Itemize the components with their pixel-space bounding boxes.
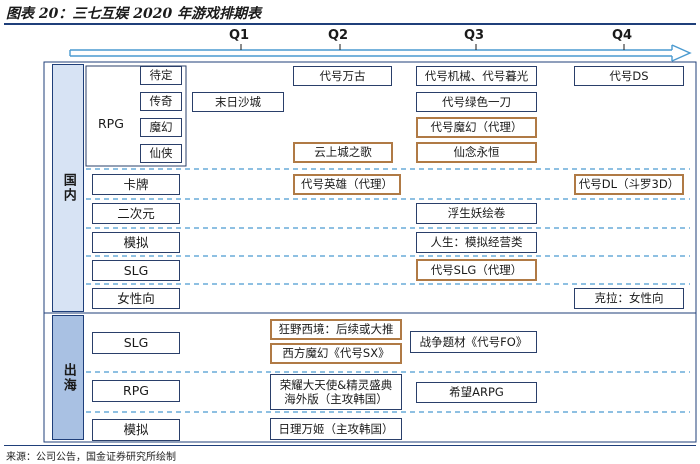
game-mohuan-agency: 代号魔幻（代理） bbox=[416, 117, 537, 138]
game-jixie-muguang: 代号机械、代号暮光 bbox=[416, 66, 537, 86]
region-overseas-label: 出海 bbox=[60, 362, 76, 393]
game-slg-agency: 代号SLG（代理） bbox=[416, 259, 537, 281]
subgenre-xianxia: 仙侠 bbox=[140, 144, 182, 163]
game-xiwang: 希望ARPG bbox=[416, 382, 537, 403]
row-separators bbox=[86, 168, 690, 413]
game-xiannian: 仙念永恒 bbox=[416, 142, 537, 163]
rpg-group-frame bbox=[85, 65, 187, 167]
source-footer: 来源：公司公告，国金证券研究所绘制 bbox=[6, 452, 176, 463]
game-lvse-yidao: 代号绿色一刀 bbox=[416, 92, 537, 112]
outer-frame bbox=[43, 61, 697, 443]
game-rongyao: 荣耀大天使&精灵盛典 海外版（主攻韩国） bbox=[270, 374, 402, 410]
category-anime: 二次元 bbox=[92, 203, 180, 224]
game-xifang-sx: 西方魔幻《代号SX》 bbox=[270, 343, 402, 364]
game-kuangye: 狂野西境：后续或大推 bbox=[270, 319, 402, 340]
game-wangu: 代号万古 bbox=[293, 66, 392, 86]
category-slg: SLG bbox=[92, 260, 180, 281]
overseas-category-simulation: 模拟 bbox=[92, 419, 180, 441]
subgenre-legend: 传奇 bbox=[140, 92, 182, 111]
game-rongyao-line1: 荣耀大天使&精灵盛典 bbox=[279, 377, 393, 392]
game-rili-wanji: 日理万姬（主攻韩国） bbox=[270, 418, 402, 440]
title-rule bbox=[4, 23, 696, 25]
quarter-label-q4: Q4 bbox=[612, 28, 633, 43]
category-simulation: 模拟 bbox=[92, 232, 180, 253]
category-card: 卡牌 bbox=[92, 174, 180, 195]
region-overseas: 出海 bbox=[52, 315, 84, 440]
overseas-category-rpg: RPG bbox=[92, 380, 180, 402]
game-ds: 代号DS bbox=[574, 66, 684, 86]
game-mori-shacheng: 末日沙城 bbox=[192, 92, 284, 112]
game-fusheng: 浮生妖绘卷 bbox=[416, 203, 537, 224]
footer-rule bbox=[4, 445, 696, 446]
quarter-label-q1: Q1 bbox=[229, 28, 250, 43]
game-kela: 克拉：女性向 bbox=[574, 288, 684, 309]
game-yingxiong-agency: 代号英雄（代理） bbox=[293, 174, 401, 195]
game-rongyao-line2: 海外版（主攻韩国） bbox=[284, 392, 388, 406]
game-rensheng: 人生：模拟经营类 bbox=[416, 232, 537, 253]
region-domestic: 国内 bbox=[52, 64, 84, 312]
game-dl: 代号DL（斗罗3D） bbox=[574, 174, 684, 195]
quarter-ticks bbox=[240, 44, 625, 50]
chart-title: 图表 20：三七互娱 2020 年游戏排期表 bbox=[6, 6, 262, 22]
timeline-arrow bbox=[69, 44, 692, 62]
region-domestic-label: 国内 bbox=[60, 173, 76, 203]
subgenre-fantasy: 魔幻 bbox=[140, 118, 182, 137]
quarter-label-q3: Q3 bbox=[464, 28, 485, 43]
game-zhanzheng-fo: 战争题材《代号FO》 bbox=[410, 331, 537, 353]
overseas-category-slg: SLG bbox=[92, 332, 180, 354]
game-yunshang: 云上城之歌 bbox=[293, 142, 393, 163]
subgenre-pending: 待定 bbox=[140, 66, 182, 85]
category-female: 女性向 bbox=[92, 288, 180, 309]
quarter-label-q2: Q2 bbox=[328, 28, 349, 43]
rpg-group-label: RPG bbox=[98, 116, 124, 131]
